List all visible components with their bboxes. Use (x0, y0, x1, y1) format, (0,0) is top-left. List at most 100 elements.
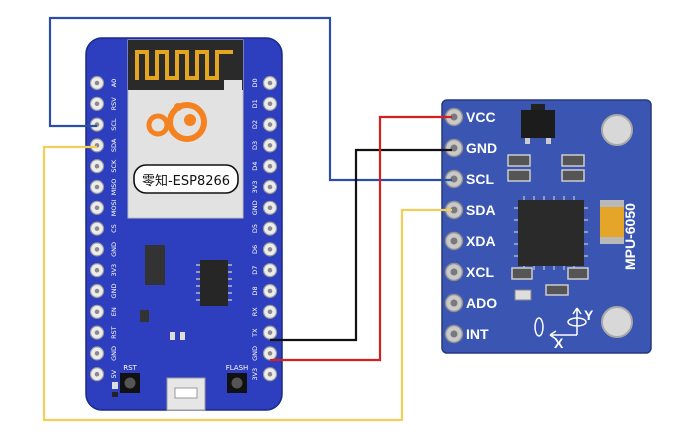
mpu-chip (514, 196, 588, 270)
rst-button[interactable]: RST (120, 364, 140, 393)
wire-scl[interactable] (48, 16, 452, 182)
pin-hole (450, 237, 458, 245)
pin-hole (267, 330, 273, 335)
esp-pin-label-left-14: 5V (110, 369, 118, 378)
esp-pin-label-right-11: RX (251, 307, 259, 317)
esp-pin-label-left-13: GND (110, 346, 118, 361)
regulator-chip (145, 245, 165, 285)
esp-pin-label-right-12: TX (251, 328, 259, 338)
mpu-pin-label-xcl: XCL (466, 264, 494, 280)
mpu-pin-label-int: INT (466, 326, 489, 342)
wires (42, 16, 452, 422)
esp-pin-label-right-0: D0 (251, 78, 259, 87)
esp-pin-label-left-0: A0 (110, 79, 118, 88)
pin-hole (94, 371, 100, 377)
pin-hole (267, 247, 273, 252)
smd-parts (507, 154, 589, 301)
esp-pin-label-right-14: 3V3 (251, 368, 259, 381)
brand-label: 零知-ESP8266 (142, 173, 230, 189)
usb-serial-chip (196, 260, 232, 306)
pin-hole (450, 299, 458, 307)
esp8266-board: 零知-ESP8266 RST (85, 37, 283, 411)
pin-hole (450, 330, 458, 338)
mpu-pin-label-ado: ADO (466, 295, 497, 311)
pin-hole (450, 113, 458, 121)
flash-button[interactable]: FLASH (226, 364, 249, 393)
esp-pin-label-right-7: D5 (251, 224, 259, 233)
pin-hole (267, 122, 273, 127)
pin-hole (267, 226, 273, 231)
esp-pin-label-right-8: D6 (251, 245, 259, 254)
smd-part (140, 310, 149, 322)
wire-gnd[interactable] (270, 148, 452, 342)
pin-hole (94, 288, 100, 294)
usb-port[interactable] (166, 377, 206, 411)
pin-hole (267, 371, 273, 377)
esp-pin-label-right-2: D2 (251, 120, 259, 129)
wire-vcc[interactable] (270, 115, 452, 362)
esp-pin-label-left-10: GND (110, 284, 118, 299)
esp-pin-label-left-3: SDA (110, 138, 118, 152)
pin-hole (450, 206, 458, 214)
smd-part (112, 392, 118, 397)
smd-part (112, 382, 118, 389)
pin-hole (94, 205, 100, 211)
esp-pin-label-right-13: GND (251, 346, 259, 361)
esp-pin-label-left-4: SCK (110, 159, 118, 173)
logo-icon (146, 102, 207, 142)
esp-pin-label-left-11: EN (110, 307, 118, 316)
esp-pin-label-left-9: 3V3 (110, 264, 118, 277)
mpu-pin-label-scl: SCL (466, 171, 494, 187)
wifi-module: 零知-ESP8266 (127, 39, 244, 219)
axis-y-label: Y (584, 307, 594, 323)
regulator-chip (521, 104, 555, 144)
mount-hole (601, 114, 633, 146)
mpu-pin-label-gnd: GND (466, 140, 497, 156)
pin-hole (267, 101, 273, 107)
esp-pin-label-right-6: GND (251, 200, 259, 215)
pin-hole (94, 267, 100, 273)
esp-pin-label-left-6: MOSI (110, 199, 118, 216)
smd-part (170, 332, 175, 340)
esp-pin-label-right-1: D1 (251, 99, 259, 108)
mount-hole (601, 306, 633, 338)
wire-sda[interactable] (42, 145, 452, 422)
esp-pin-label-left-2: SCL (110, 118, 118, 131)
smd-part (180, 332, 185, 340)
pin-hole (94, 247, 100, 252)
pin-hole (267, 80, 273, 86)
esp-pin-label-right-10: D8 (251, 286, 259, 295)
esp-left-header: A0RSVSCLSDASCKMISOMOSICSGND3V3GNDENRSTGN… (89, 75, 118, 382)
esp-pin-label-left-5: MISO (110, 179, 118, 196)
pin-hole (94, 101, 100, 107)
pin-hole (267, 267, 273, 273)
pin-hole (267, 309, 273, 315)
mpu-pin-label-vcc: VCC (466, 109, 496, 125)
pin-hole (267, 163, 273, 169)
esp-pin-label-left-12: RST (110, 326, 118, 339)
esp-pin-label-right-5: 3V3 (251, 181, 259, 194)
pin-hole (94, 226, 100, 231)
pin-hole (450, 268, 458, 276)
pin-hole (94, 351, 100, 356)
pin-hole (94, 309, 100, 315)
flash-label: FLASH (226, 364, 249, 372)
esp-pin-label-left-1: RSV (110, 97, 118, 111)
pin-hole (450, 175, 458, 183)
pin-hole (94, 80, 100, 86)
pin-hole (94, 184, 100, 190)
axis-marking (534, 307, 587, 340)
pin-hole (267, 205, 273, 211)
pin-hole (267, 351, 273, 356)
esp-pin-label-right-4: D4 (251, 162, 259, 171)
esp-pin-label-right-9: D7 (251, 266, 259, 275)
pin-hole (267, 184, 273, 190)
esp-pin-label-left-8: GND (110, 242, 118, 257)
mpu-pin-label-sda: SDA (466, 202, 496, 218)
pin-hole (94, 163, 100, 169)
antenna-trace (135, 50, 233, 80)
